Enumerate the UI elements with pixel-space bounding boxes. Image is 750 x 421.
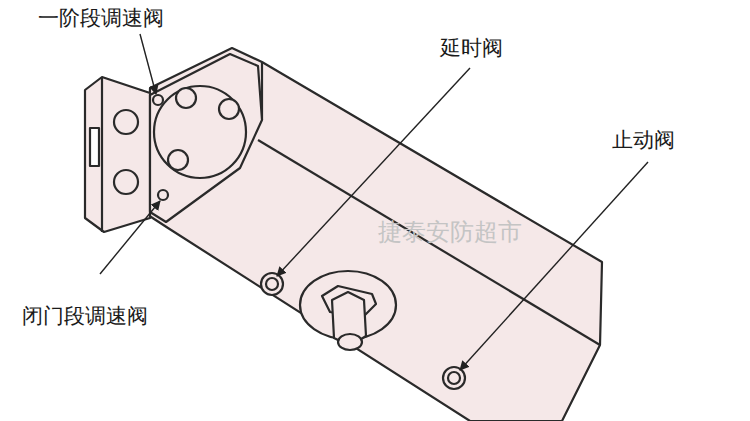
closer-body (148, 48, 602, 421)
leader-line (100, 201, 160, 274)
valve-screw (158, 190, 168, 200)
plate-hole (114, 110, 138, 134)
body-edge (258, 140, 600, 345)
valve (443, 367, 465, 389)
shaft-end (338, 334, 362, 350)
cap-hole (219, 99, 239, 119)
leader-line (460, 162, 648, 370)
plate-edge (101, 77, 103, 232)
valve-screw (266, 278, 278, 290)
part-label: 一阶段调速阀 (38, 6, 164, 31)
mounting-plate (85, 77, 150, 232)
part-label: 止动阀 (612, 128, 675, 153)
cap-hole (168, 150, 188, 170)
end-face (150, 54, 262, 222)
part-label: 延时阀 (440, 36, 503, 61)
valve-screw (448, 372, 460, 384)
plate-hole (114, 170, 138, 194)
part-label: 闭门段调速阀 (22, 304, 148, 329)
cap-hole (176, 88, 196, 108)
valve (261, 273, 283, 295)
watermark: 捷泰安防超市 (378, 218, 522, 247)
plate-slot (90, 128, 99, 166)
spacer (196, 250, 600, 300)
leader-line (140, 34, 156, 94)
end-cap (154, 86, 246, 178)
valve-screw (153, 95, 163, 105)
